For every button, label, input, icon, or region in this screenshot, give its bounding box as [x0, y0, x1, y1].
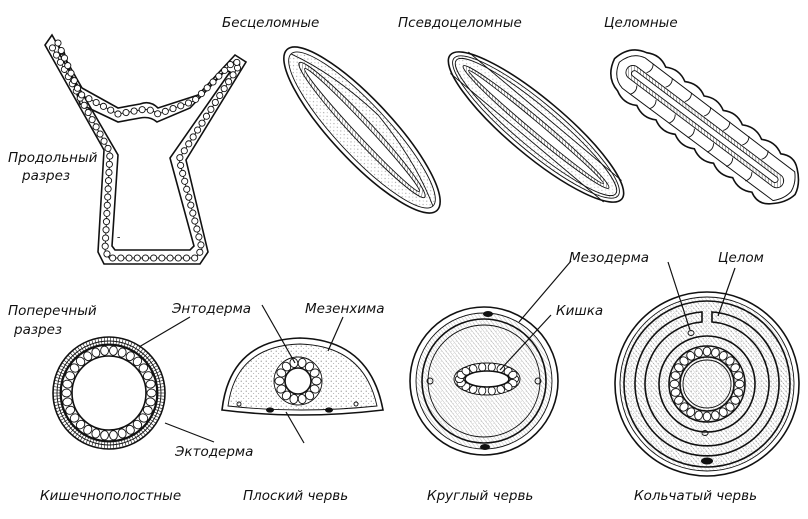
label-mesenchyme: Мезенхима	[305, 301, 384, 317]
label-annelid: Кольчатый червь	[634, 488, 757, 504]
label-longitudinal-line1: Продольный	[8, 150, 98, 166]
label-transverse-line2: разрез	[13, 322, 62, 338]
label-ectoderm: Эктодерма	[174, 444, 253, 460]
svg-text:-: -	[117, 232, 120, 243]
label-transverse-line1: Поперечный	[8, 303, 97, 319]
label-roundworm: Круглый червь	[427, 488, 533, 504]
label-acoelomate: Бесцеломные	[222, 15, 319, 31]
label-longitudinal-line2: разрез	[21, 168, 70, 184]
coelomate-longitudinal-section	[610, 49, 800, 205]
label-mesoderm: Мезодерма	[569, 250, 649, 266]
label-endoderm: Энтодерма	[171, 301, 251, 317]
label-coelomate: Целомные	[604, 15, 678, 31]
annelid-cross-section	[614, 291, 800, 477]
label-gut: Кишка	[556, 303, 603, 319]
label-cnidarians: Кишечнополостные	[40, 488, 181, 504]
label-pseudocoelomate: Псевдоцеломные	[398, 15, 522, 31]
roundworm-cross-section	[409, 306, 559, 456]
pseudocoelomate-longitudinal-section	[447, 51, 625, 203]
flatworm-cross-section	[221, 337, 384, 416]
cnidarian-cross-section	[52, 336, 166, 450]
polyp-longitudinal-section: -	[44, 33, 248, 265]
acoelomate-longitudinal-section	[283, 46, 441, 214]
label-flatworm: Плоский червь	[243, 488, 348, 504]
label-coelom: Целом	[718, 250, 764, 266]
leader-lines	[138, 260, 736, 444]
